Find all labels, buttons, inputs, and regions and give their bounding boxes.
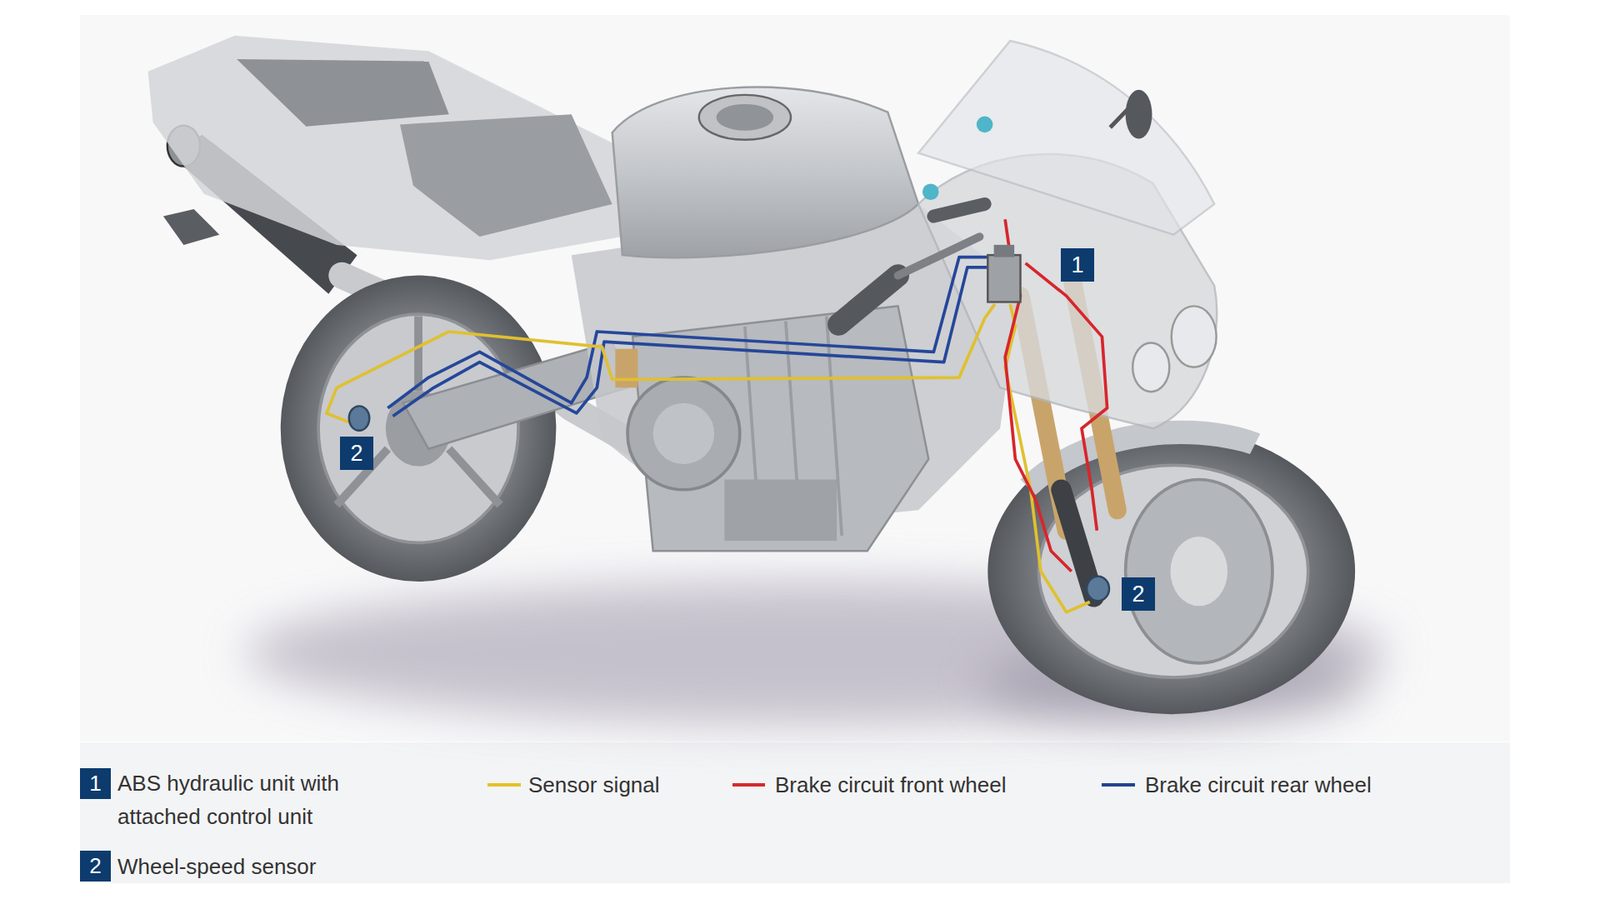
legend-text: ABS hydraulic unit with attached control… [117, 766, 401, 834]
rear-wheel [449, 449, 500, 505]
handlebars [839, 116, 994, 325]
legend-line-sample [1101, 783, 1135, 787]
wheel-speed-sensor [1086, 576, 1110, 601]
fuel-tank [612, 86, 919, 258]
engine [627, 377, 740, 490]
front-wheel [1039, 465, 1309, 678]
front-wheel [1170, 536, 1229, 606]
legend-number: 2 [80, 850, 111, 882]
fairing [918, 40, 1215, 235]
wheel-speed-sensor [349, 405, 370, 430]
legend-text: Wheel-speed sensor [117, 850, 401, 884]
fuel-tank [612, 86, 919, 258]
fairing [1132, 342, 1170, 392]
legend-band [80, 742, 1510, 884]
engine [653, 403, 715, 465]
callout-number: 2 [1121, 577, 1155, 611]
sensor-wire [326, 304, 995, 424]
rear-shock [615, 349, 638, 389]
brake-line-front [1025, 263, 1108, 531]
abs-unit [987, 245, 1020, 303]
fuel-tank [699, 95, 791, 140]
brake-line-rear [392, 267, 1010, 417]
sensor-wire [326, 304, 1090, 613]
front-wheel [1125, 480, 1273, 664]
brake-line-rear [387, 257, 1010, 417]
engine [724, 480, 837, 541]
exhaust [163, 209, 220, 245]
tail-section [236, 59, 450, 127]
legend-number: 1 [80, 768, 111, 800]
legend-line-sample [732, 783, 765, 787]
legend-line-sample [487, 783, 521, 787]
brake-line-rear [387, 257, 1010, 409]
legend-text: Brake circuit rear wheel [1145, 768, 1495, 802]
fairing [1125, 90, 1153, 140]
tail-section [400, 114, 613, 237]
callout-number: 2 [340, 436, 374, 470]
legend-text: Sensor signal [528, 768, 762, 802]
fuel-tank [716, 104, 775, 131]
abs-unit [987, 255, 1020, 302]
handlebars [839, 275, 899, 325]
handlebars [976, 116, 994, 134]
rear-wheel [414, 316, 423, 391]
wheel-speed-sensor [349, 405, 1110, 601]
fairing [1171, 305, 1217, 367]
motorcycle [148, 35, 1389, 725]
abs-unit [994, 245, 1015, 258]
tail-section [148, 35, 634, 260]
handlebars [933, 204, 985, 217]
callout-number: 1 [1060, 248, 1095, 282]
legend-text: Brake circuit front wheel [775, 768, 1109, 802]
sensor-wire [1005, 304, 1090, 613]
front-wheel [987, 420, 1355, 715]
illustration-ground [80, 15, 1510, 742]
tail-section [148, 35, 634, 260]
handlebars [922, 183, 940, 200]
